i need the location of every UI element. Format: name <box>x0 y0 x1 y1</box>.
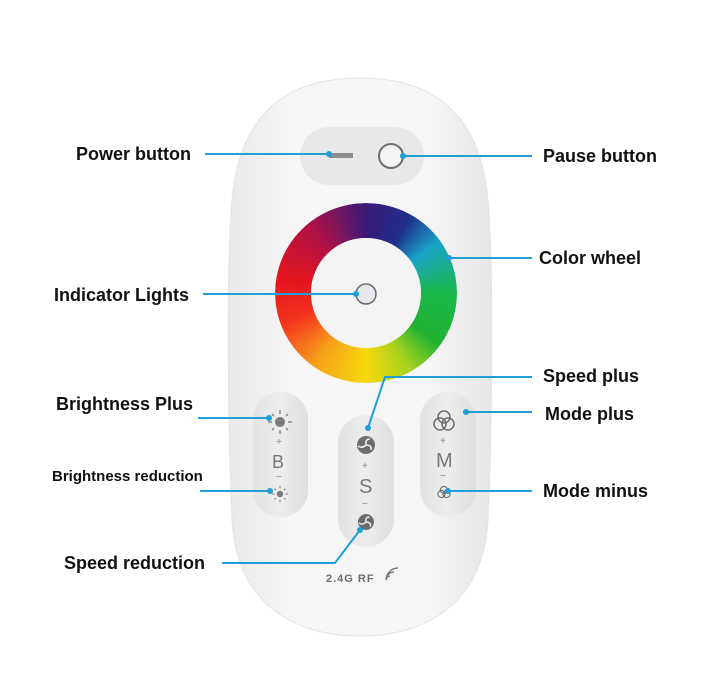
mode-letter: M <box>436 450 453 472</box>
top-button-panel <box>300 127 424 185</box>
label-brightness-plus: Brightness Plus <box>56 394 194 414</box>
mode-plus-button[interactable] <box>433 410 455 431</box>
label-pause-button: Pause button <box>543 146 658 166</box>
callout-lines <box>198 153 532 564</box>
speed-minus-sign: − <box>362 499 368 510</box>
speed-letter: S <box>359 476 373 498</box>
label-mode-minus: Mode minus <box>543 481 649 501</box>
speed-plus-button[interactable] <box>357 436 375 454</box>
callout-dots <box>266 151 469 533</box>
brightness-pill <box>253 392 308 517</box>
brightness-minus-button[interactable] <box>272 486 288 502</box>
brightness-minus-sign: − <box>276 472 282 483</box>
label-indicator-lights: Indicator Lights <box>54 285 189 305</box>
label-speed-reduction: Speed reduction <box>64 553 206 573</box>
brightness-plus-sign: + <box>276 437 282 448</box>
speed-plus-sign: + <box>362 461 368 472</box>
rf-label: 2.4G RF <box>326 573 375 585</box>
label-speed-plus: Speed plus <box>543 366 640 386</box>
brightness-letter: B <box>272 452 285 472</box>
label-power-button: Power button <box>76 144 191 164</box>
rf-signal-icon <box>385 567 399 581</box>
label-brightness-reduction: Brightness reduction <box>52 468 203 485</box>
power-button[interactable] <box>329 153 353 158</box>
label-mode-plus: Mode plus <box>545 404 634 424</box>
brightness-plus-button[interactable] <box>268 410 292 434</box>
pause-button[interactable] <box>378 143 404 169</box>
mode-plus-sign: + <box>440 436 446 447</box>
speed-pill <box>338 415 394 547</box>
speed-minus-button[interactable] <box>358 514 374 530</box>
label-color-wheel: Color wheel <box>539 248 642 268</box>
mode-minus-sign: − <box>440 471 446 482</box>
